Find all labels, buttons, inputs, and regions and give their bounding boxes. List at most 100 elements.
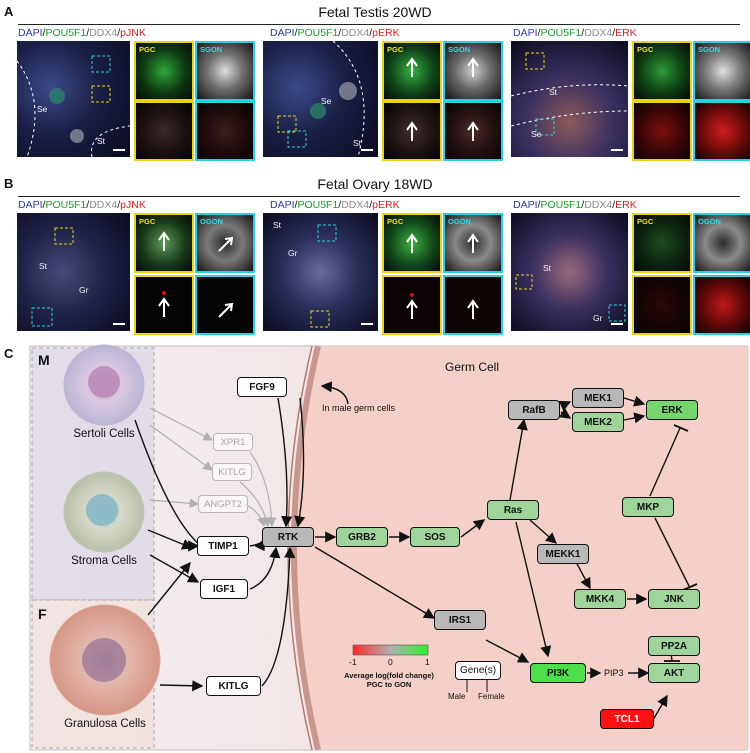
micrograph-a3: St Se xyxy=(511,41,628,157)
scale-bar xyxy=(113,149,125,151)
inset-b2-ogon-top: OGON xyxy=(443,213,503,273)
node-mek1: MEK1 xyxy=(572,388,624,408)
node-timp1: TIMP1 xyxy=(197,536,249,556)
inset-b1-pgc-top: PGC xyxy=(134,213,194,273)
annotation-se: Se xyxy=(37,104,48,114)
micrograph-b2: St Gr xyxy=(263,213,378,331)
annotation-se: Se xyxy=(531,129,542,139)
node-akt: AKT xyxy=(648,663,700,683)
micrograph-b1-overlay xyxy=(31,227,74,327)
micrograph-a3-overlay xyxy=(511,52,628,136)
caption-a1: DAPI/POU5F1/DDX4/pJNK xyxy=(18,27,146,39)
scale-bar xyxy=(611,149,623,151)
section-label-c: C xyxy=(4,346,14,361)
inset-a3-sgon-bottom xyxy=(693,101,750,161)
annotation-gr: Gr xyxy=(79,285,89,295)
annotation-st: St xyxy=(273,220,282,230)
arrow-icon xyxy=(218,302,234,318)
annotation-gr: Gr xyxy=(593,313,603,323)
inset-label-sgon: SGON xyxy=(698,45,721,54)
granulosa-cells-label: Granulosa Cells xyxy=(64,718,146,730)
legend-min: -1 xyxy=(349,657,357,667)
micrograph-b3-overlay xyxy=(515,274,626,322)
arrow-icon xyxy=(467,121,479,141)
inset-a1-pgc-bottom xyxy=(134,101,194,161)
inset-a1-pgc-top: PGC xyxy=(134,41,194,101)
annotation-gr: Gr xyxy=(288,248,298,258)
inset-b2-ogon-bottom xyxy=(443,275,503,335)
inset-label-pgc: PGC xyxy=(387,45,404,54)
inset-a2-sgon-top: SGON xyxy=(443,41,503,101)
node-erk: ERK xyxy=(646,400,698,420)
node-rtk: RTK xyxy=(262,527,314,547)
arrow-icon xyxy=(158,231,170,251)
inset-b2-pgc-top: PGC xyxy=(382,213,442,273)
inset-label-ogon: OGON xyxy=(698,217,721,226)
annotation-st: St xyxy=(39,261,48,271)
sertoli-cells-label: Sertoli Cells xyxy=(73,428,135,440)
label-male: M xyxy=(38,352,50,368)
inset-b3-ogon-top: OGON xyxy=(693,213,750,273)
annotation-st: St xyxy=(353,138,362,148)
inset-label-pgc: PGC xyxy=(139,217,156,226)
micrograph-a1-overlay xyxy=(17,55,130,157)
micrograph-a2-overlay xyxy=(277,41,365,157)
micrograph-a2: Se St xyxy=(263,41,378,157)
inset-a1-sgon-bottom xyxy=(195,101,255,161)
node-xpr1: XPR1 xyxy=(213,433,253,451)
inset-b1-pgc-bottom xyxy=(134,275,194,335)
section-label-b: B xyxy=(4,176,14,191)
micrograph-b2-overlay xyxy=(310,224,337,328)
section-rule-a xyxy=(18,24,740,25)
node-sos: SOS xyxy=(410,527,460,547)
inset-a1-sgon-top: SGON xyxy=(195,41,255,101)
node-mekk1: MEKK1 xyxy=(537,544,589,564)
stroma-cells-label: Stroma Cells xyxy=(71,555,137,567)
inset-label-pgc: PGC xyxy=(139,45,156,54)
caption-b3: DAPI/POU5F1/DDX4/ERK xyxy=(513,199,637,211)
node-kitlg: KITLG xyxy=(206,676,261,696)
inset-b3-pgc-bottom xyxy=(632,275,692,335)
inset-b1-ogon-bottom xyxy=(195,275,255,335)
scale-bar xyxy=(113,323,125,325)
annotation-st: St xyxy=(97,136,106,146)
arrow-icon xyxy=(406,57,418,77)
inset-label-pgc: PGC xyxy=(637,45,654,54)
caption-a3: DAPI/POU5F1/DDX4/ERK xyxy=(513,27,637,39)
section-title-a: Fetal Testis 20WD xyxy=(318,4,432,20)
inset-label-sgon: SGON xyxy=(448,45,471,54)
node-fgf9: FGF9 xyxy=(237,377,287,397)
section-label-a: A xyxy=(4,4,14,19)
arrow-icon xyxy=(467,57,479,77)
node-mkp: MKP xyxy=(622,497,674,517)
annotation-se: Se xyxy=(321,96,332,106)
caption-b1: DAPI/POU5F1/DDX4/pJNK xyxy=(18,199,146,211)
legend-key-male: Male xyxy=(448,692,466,701)
inset-label-ogon: OGON xyxy=(200,217,223,226)
node-pp2a: PP2A xyxy=(648,636,700,656)
scale-bar xyxy=(361,323,373,325)
inset-label-pgc: PGC xyxy=(387,217,404,226)
micrograph-a1: Se St xyxy=(17,41,130,157)
node-grb2: GRB2 xyxy=(336,527,388,547)
label-female: F xyxy=(38,606,47,622)
arrow-icon xyxy=(158,297,170,317)
node-pip3: PIP3 xyxy=(604,668,624,678)
inset-label-pgc: PGC xyxy=(637,217,654,226)
germ-cell-label: Germ Cell xyxy=(445,360,500,374)
node-jnk: JNK xyxy=(648,589,700,609)
inset-a3-pgc-top: PGC xyxy=(632,41,692,101)
scale-bar xyxy=(361,149,373,151)
inset-b1-ogon-top: OGON xyxy=(195,213,255,273)
inset-a2-sgon-bottom xyxy=(443,101,503,161)
node-pi3k: PI3K xyxy=(530,663,586,683)
node-kitlg-faded: KITLG xyxy=(212,463,252,481)
inset-a2-pgc-top: PGC xyxy=(382,41,442,101)
caption-a2: DAPI/POU5F1/DDX4/pERK xyxy=(270,27,400,39)
micrograph-b1: St Gr xyxy=(17,213,130,331)
section-rule-b xyxy=(18,196,740,197)
caption-b2: DAPI/POU5F1/DDX4/pERK xyxy=(270,199,400,211)
section-title-b: Fetal Ovary 18WD xyxy=(317,176,433,192)
node-angpt2: ANGPT2 xyxy=(198,495,248,513)
